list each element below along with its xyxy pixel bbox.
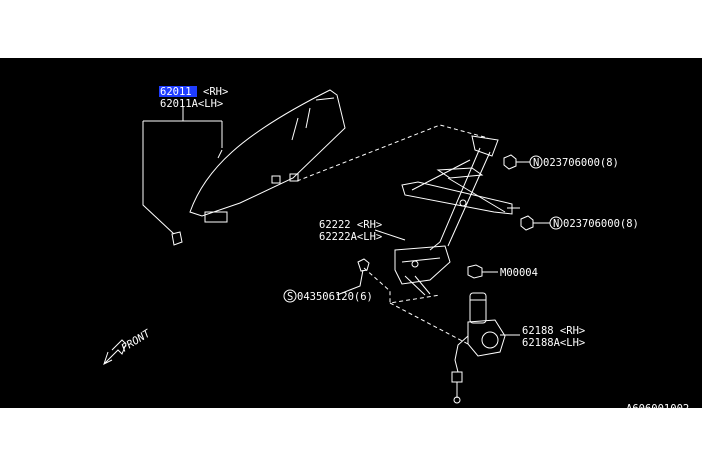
label-nut-middle[interactable]: 023706000(8) [563,218,639,230]
regulator-motor[interactable] [451,292,506,404]
label-glass-rh: <RH> [203,86,228,98]
label-motor-rh[interactable]: 62188 <RH> [522,325,585,337]
label-bolt[interactable]: M00004 [500,267,538,279]
diagram-background [0,58,702,408]
label-screw[interactable]: 043506120(6) [297,291,373,303]
label-glass-lh[interactable]: 62011A<LH> [160,98,223,110]
svg-text:S: S [287,291,293,303]
label-nut-top[interactable]: 023706000(8) [543,157,619,169]
label-regulator-lh[interactable]: 62222A<LH> [319,231,382,243]
regulator-leader-line [374,229,406,241]
badge-s: S [283,289,297,303]
label-regulator-rh[interactable]: 62222 <RH> [319,219,382,231]
svg-text:N: N [553,218,559,230]
glass-clip[interactable] [171,231,183,246]
door-glass[interactable] [189,89,346,223]
badge-n-top: N [529,155,543,169]
nut-middle[interactable] [520,215,550,231]
window-regulator[interactable] [394,135,520,296]
label-motor-lh[interactable]: 62188A<LH> [522,337,585,349]
badge-n-middle: N [549,216,563,230]
glass-leader-lines [142,107,223,235]
screw[interactable] [336,258,370,296]
bolt-m00004[interactable] [467,264,498,279]
highlight-62011 [159,86,197,97]
svg-text:N: N [533,157,539,169]
label-glass-part-number[interactable]: 62011 [160,86,192,98]
dashed-connector-lines [296,124,489,346]
nut-top[interactable] [503,154,530,170]
front-arrow-icon [103,339,127,365]
diagram-id: A606001002 [626,403,689,415]
